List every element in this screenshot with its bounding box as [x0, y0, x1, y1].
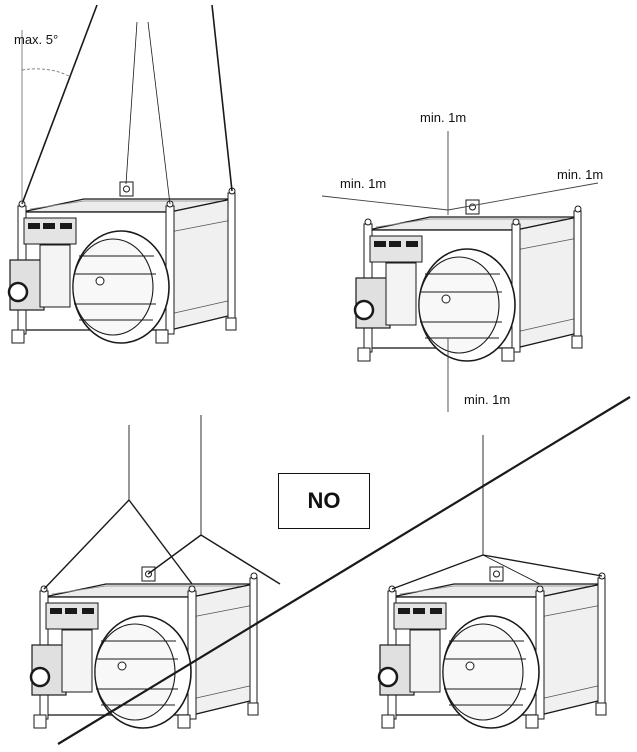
strike-through-line [57, 396, 631, 745]
heater-unit-single-point [377, 565, 608, 730]
tilt-angle-indicator [21, 30, 70, 204]
heater-unit-suspended [7, 180, 238, 345]
heater-unit-clearance [353, 198, 584, 363]
clearance-top-label: min. 1m [420, 110, 467, 125]
max-angle-label: max. 5° [14, 32, 59, 47]
crossed-cables [43, 415, 281, 590]
suspension-cables [21, 4, 233, 205]
single-point-cables [391, 435, 603, 590]
clearance-right-label: min. 1m [557, 167, 604, 182]
clearance-left-label: min. 1m [340, 176, 387, 191]
clearance-lines [321, 131, 599, 412]
clearance-bottom-label: min. 1m [464, 392, 511, 407]
heater-unit-wrong-cables [29, 565, 260, 730]
forbidden-label: NO [278, 473, 370, 529]
